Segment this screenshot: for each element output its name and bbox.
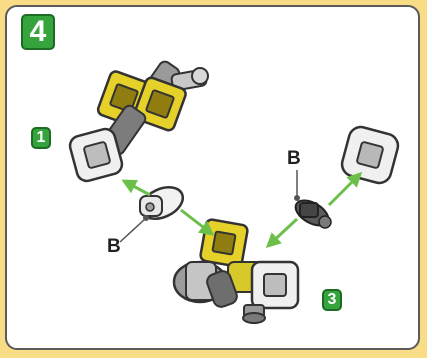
part-label-b-left: B (107, 236, 121, 257)
leader-line-b-left (119, 218, 146, 243)
arrow-to-part-1 (121, 179, 151, 197)
assembly-part-1 (68, 60, 209, 183)
callout-badge-1: 1 (31, 127, 51, 149)
arrow-to-assembly-3-right (265, 217, 299, 249)
part-label-b-right: B (287, 148, 301, 169)
callout-badge-3: 3 (322, 289, 342, 311)
cube-part-top-right (340, 125, 400, 185)
arrow-to-assembly-3-left (180, 208, 215, 236)
leader-dot-b-left (143, 215, 149, 221)
connector-part-b-right (294, 199, 332, 229)
arrow-to-cube (327, 171, 363, 207)
step-number-badge: 4 (21, 14, 55, 50)
connector-part-b-left (139, 186, 185, 220)
leader-dot-b-right (294, 195, 300, 201)
